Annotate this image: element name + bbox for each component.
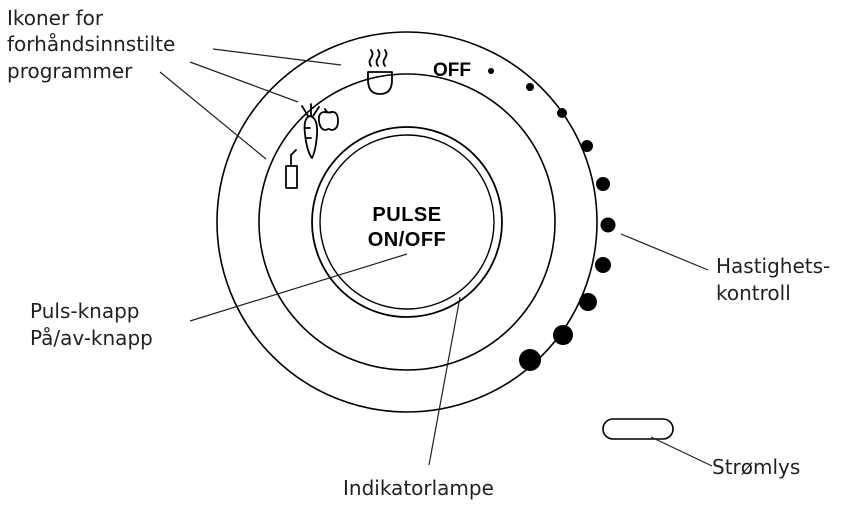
pulse-label: PULSE	[372, 204, 441, 226]
speed-dot-9[interactable]	[553, 325, 573, 345]
speed-label-line2: kontroll	[716, 281, 791, 305]
power-light-label: Strømlys	[712, 455, 800, 479]
speed-dot-5[interactable]	[596, 177, 610, 191]
vegetable-fruit-icon[interactable]	[301, 103, 339, 159]
speed-dot-6[interactable]	[600, 217, 616, 233]
indicator-label: Indikatorlampe	[343, 476, 494, 500]
speed-dot-10[interactable]	[519, 349, 541, 371]
speed-dot-4[interactable]	[581, 140, 593, 152]
icons-label-line2: forhåndsinnstilte	[7, 32, 175, 56]
outer-dial-ring	[216, 31, 598, 413]
leader-line-speed	[620, 233, 709, 271]
speed-label-line1: Hastighets-	[716, 254, 830, 278]
pulse-on-off-button[interactable]: PULSE ON/OFF	[311, 126, 503, 318]
leader-line-vegetable	[189, 61, 299, 103]
speed-dot-3[interactable]	[557, 108, 567, 118]
speed-dot-1[interactable]	[488, 68, 494, 74]
icons-label-line1: Ikoner for	[7, 6, 104, 30]
pulse-label-line1: Puls-knapp	[30, 299, 139, 323]
off-label: OFF	[433, 60, 471, 81]
leader-line-smoothie	[159, 71, 267, 160]
icons-label-line3: programmer	[7, 59, 133, 83]
speed-dial-ring[interactable]	[258, 73, 556, 371]
speed-dot-7[interactable]	[595, 257, 611, 273]
leader-line-pulse	[189, 253, 408, 322]
leader-line-soup	[212, 48, 342, 66]
speed-dot-2[interactable]	[526, 83, 534, 91]
smoothie-cup-icon[interactable]	[285, 149, 298, 189]
leader-line-indicator	[428, 296, 461, 466]
speed-dot-8[interactable]	[579, 293, 597, 311]
speed-dots[interactable]	[488, 68, 616, 371]
soup-icon[interactable]	[367, 49, 393, 95]
power-light	[602, 418, 674, 440]
on-off-label: ON/OFF	[368, 229, 447, 251]
leader-line-power	[650, 436, 713, 467]
pulse-label-line2: På/av-knapp	[30, 326, 153, 350]
